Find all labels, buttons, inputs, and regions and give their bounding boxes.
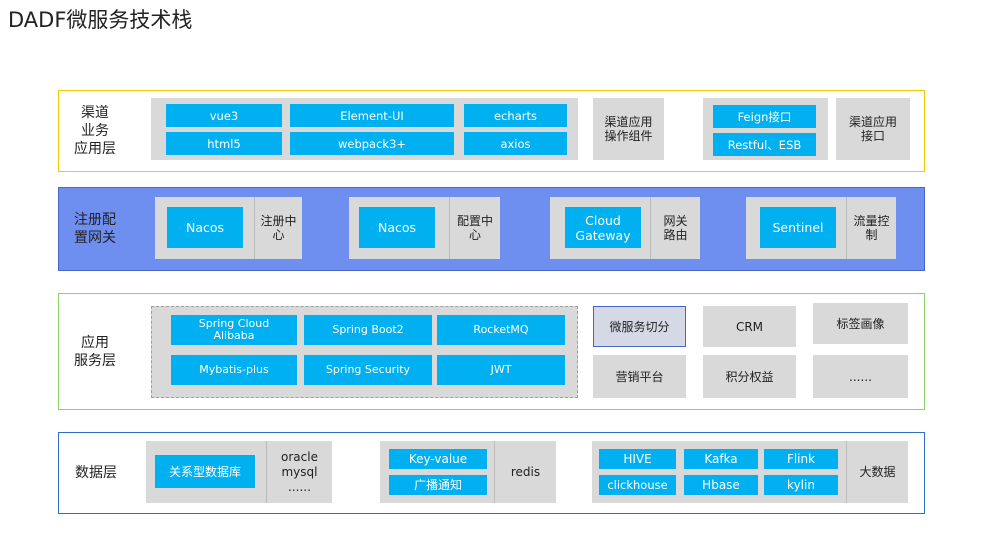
tech-element-ui: Element-UI bbox=[290, 104, 454, 127]
tech-jwt: JWT bbox=[437, 355, 565, 385]
bigdata-hbase: Hbase bbox=[684, 475, 758, 495]
cloud-gateway-box: Cloud Gateway bbox=[565, 207, 641, 248]
registry-layer-name: 注册配 置网关 bbox=[74, 212, 116, 246]
tech-mybatis-plus: Mybatis-plus bbox=[171, 355, 297, 385]
config-label: 配置中 心 bbox=[456, 214, 493, 242]
bigdata-kylin: kylin bbox=[764, 475, 838, 495]
channel-component-label: 渠道应用 操作组件 bbox=[593, 98, 664, 160]
tech-vue3: vue3 bbox=[166, 104, 282, 127]
data-layer-name: 数据层 bbox=[75, 465, 117, 481]
channel-interface-label: 渠道应用 接口 bbox=[836, 98, 910, 160]
tech-spring-cloud-alibaba: Spring Cloud Alibaba bbox=[171, 315, 297, 345]
gateway-divider bbox=[650, 197, 651, 259]
iface-restful-esb: Restful、ESB bbox=[713, 133, 816, 156]
module-more: ...... bbox=[813, 355, 908, 398]
module-marketing-platform: 营销平台 bbox=[593, 355, 686, 398]
page-title: DADF微服务技术栈 bbox=[8, 8, 193, 32]
channel-layer-name: 渠道 业务 应用层 bbox=[74, 105, 116, 157]
nacos-registry-box: Nacos bbox=[167, 207, 243, 248]
bigdata-divider bbox=[846, 441, 847, 503]
module-points-benefits: 积分权益 bbox=[703, 355, 796, 398]
gateway-label: 网关 路由 bbox=[663, 214, 688, 242]
bigdata-kafka: Kafka bbox=[684, 449, 758, 469]
kv-key-value: Key-value bbox=[389, 449, 487, 469]
service-layer-name: 应用 服务层 bbox=[74, 334, 116, 369]
relational-divider bbox=[266, 441, 267, 503]
tech-axios: axios bbox=[464, 132, 567, 155]
kv-divider bbox=[494, 441, 495, 503]
sentinel-label: 流量控 制 bbox=[853, 214, 890, 242]
kv-label: redis bbox=[510, 465, 541, 479]
iface-feign: Feign接口 bbox=[713, 105, 816, 128]
config-divider bbox=[449, 197, 450, 259]
nacos-config-box: Nacos bbox=[359, 207, 435, 248]
registry-divider bbox=[254, 197, 255, 259]
relational-note: oracle mysql ...... bbox=[281, 449, 318, 494]
tech-webpack: webpack3+ bbox=[290, 132, 454, 155]
module-tag-profile: 标签画像 bbox=[813, 303, 908, 344]
sentinel-divider bbox=[846, 197, 847, 259]
bigdata-hive: HIVE bbox=[599, 449, 676, 469]
tech-rocketmq: RocketMQ bbox=[437, 315, 565, 345]
sentinel-box: Sentinel bbox=[760, 207, 836, 248]
bigdata-label: 大数据 bbox=[859, 465, 896, 479]
tech-spring-boot2: Spring Boot2 bbox=[304, 315, 432, 345]
tech-spring-security: Spring Security bbox=[304, 355, 432, 385]
relational-db-box: 关系型数据库 bbox=[155, 455, 255, 488]
tech-echarts: echarts bbox=[464, 104, 567, 127]
module-microservice-split: 微服务切分 bbox=[593, 306, 686, 347]
module-crm: CRM bbox=[703, 306, 796, 347]
bigdata-clickhouse: clickhouse bbox=[599, 475, 676, 495]
bigdata-flink: Flink bbox=[764, 449, 838, 469]
kv-broadcast: 广播通知 bbox=[389, 475, 487, 495]
registry-label: 注册中 心 bbox=[260, 214, 297, 242]
tech-html5: html5 bbox=[166, 132, 282, 155]
